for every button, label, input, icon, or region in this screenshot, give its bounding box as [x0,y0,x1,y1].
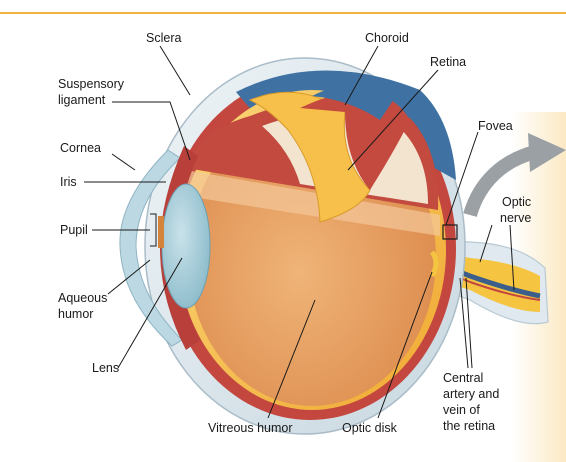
label-suspensory-1: Suspensory [58,77,125,91]
label-lens: Lens [92,361,119,375]
label-optic-nerve-1: Optic [502,195,531,209]
label-suspensory-2: ligament [58,93,106,107]
label-vitreous-humor: Vitreous humor [208,421,293,435]
label-optic-nerve-2: nerve [500,211,531,225]
lens-shape [162,184,210,308]
label-aqueous-2: humor [58,307,93,321]
label-central-1: Central [443,371,483,385]
label-retina: Retina [430,55,466,69]
label-pupil: Pupil [60,223,88,237]
label-central-3: vein of [443,403,480,417]
top-rule [0,12,566,14]
label-choroid: Choroid [365,31,409,45]
label-cornea: Cornea [60,141,101,155]
label-central-4: the retina [443,419,495,433]
label-sclera: Sclera [146,31,181,45]
label-aqueous-1: Aqueous [58,291,107,305]
eyeball [120,58,465,434]
label-optic-disk: Optic disk [342,421,398,435]
label-iris: Iris [60,175,77,189]
label-fovea: Fovea [478,119,513,133]
label-central-2: artery and [443,387,499,401]
